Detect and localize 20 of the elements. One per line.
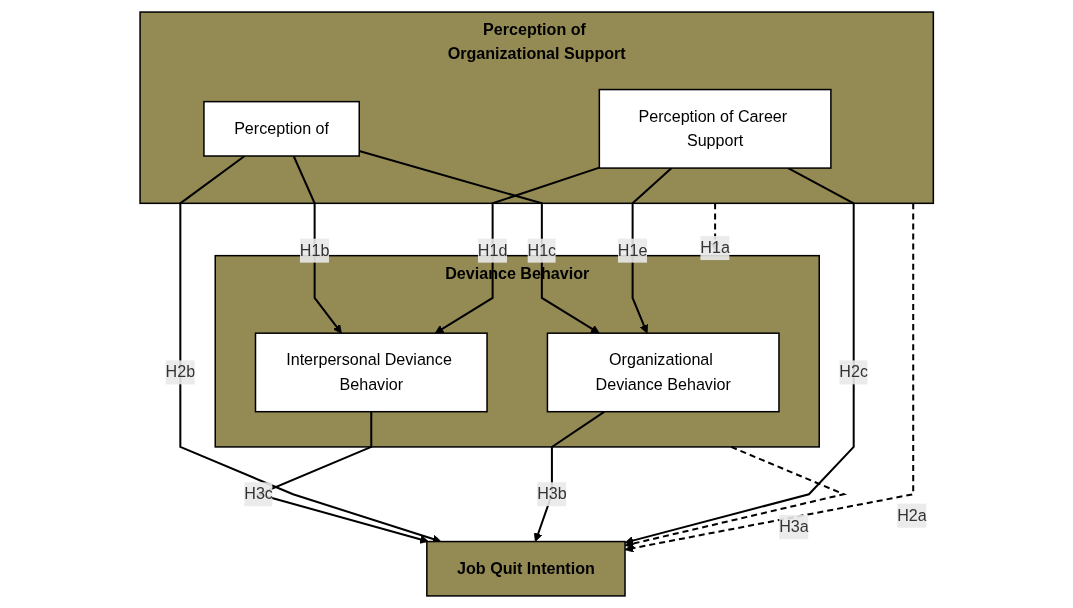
node-box: Perception of Career Support: [598, 88, 832, 169]
edge-label: H2b: [165, 363, 195, 381]
edge-label: H1a: [700, 239, 730, 257]
arrow: [624, 167, 855, 545]
arrow: [434, 166, 600, 334]
arrow: [631, 167, 673, 334]
arrow: [533, 410, 605, 542]
arrow: [624, 203, 914, 553]
arrow: [624, 446, 847, 548]
arrow: [179, 155, 442, 544]
node-box: Job Quit Intention: [425, 540, 626, 597]
edge-label: H2c: [839, 363, 868, 381]
node-box: Organizational Deviance Behavior: [546, 332, 780, 413]
arrow: [292, 155, 342, 334]
edge-label: H3b: [536, 485, 567, 503]
edge-label: H3c: [244, 485, 273, 503]
node-box: Interpersonal Deviance Behavior: [254, 332, 488, 413]
edge-label: H2a: [896, 506, 927, 524]
edge-label: H3a: [778, 518, 809, 536]
node-box: Perception of: [202, 100, 360, 157]
